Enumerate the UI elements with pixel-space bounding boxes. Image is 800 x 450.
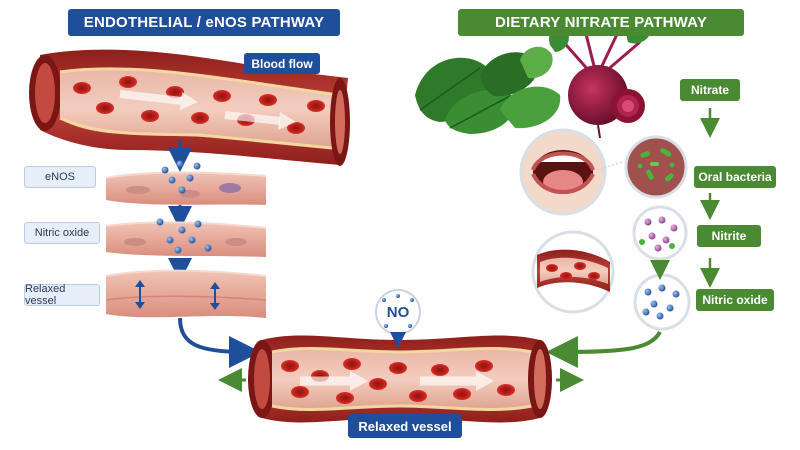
step-enos: eNOS	[24, 166, 96, 188]
step-nitrate: Nitrate	[680, 79, 740, 101]
bottom-relaxed-vessel-label: Relaxed vessel	[348, 414, 462, 438]
step-nitrite: Nitrite	[697, 225, 761, 247]
mouth-circle	[519, 128, 607, 216]
no-bubble	[375, 289, 421, 348]
step-relaxed-vessel: Relaxed vessel	[24, 283, 100, 307]
step-nitric-oxide-right: Nitric oxide	[696, 289, 774, 311]
no-circle	[633, 273, 691, 331]
step-nitric-oxide: Nitric oxide	[24, 222, 100, 244]
tissue-nitric-oxide	[105, 218, 267, 257]
step-oral-bacteria: Oral bacteria	[694, 166, 776, 188]
top-vessel	[29, 49, 350, 166]
no-symbol: NO	[386, 303, 410, 321]
right-pathway-banner: DIETARY NITRATE PATHWAY	[458, 9, 744, 36]
right-curve-arrow	[546, 330, 662, 368]
tissue-enos	[105, 160, 267, 205]
bacteria-circle	[624, 135, 688, 199]
nitrite-circle	[632, 205, 688, 261]
blood-flow-label: Blood flow	[244, 53, 320, 74]
small-vessel-circle	[531, 230, 615, 314]
left-pathway-banner: ENDOTHELIAL / eNOS PATHWAY	[68, 9, 340, 36]
food-group	[415, 18, 652, 139]
bottom-vessel	[248, 335, 552, 423]
left-curve-arrow	[178, 317, 261, 368]
tissue-relaxed	[105, 269, 267, 318]
